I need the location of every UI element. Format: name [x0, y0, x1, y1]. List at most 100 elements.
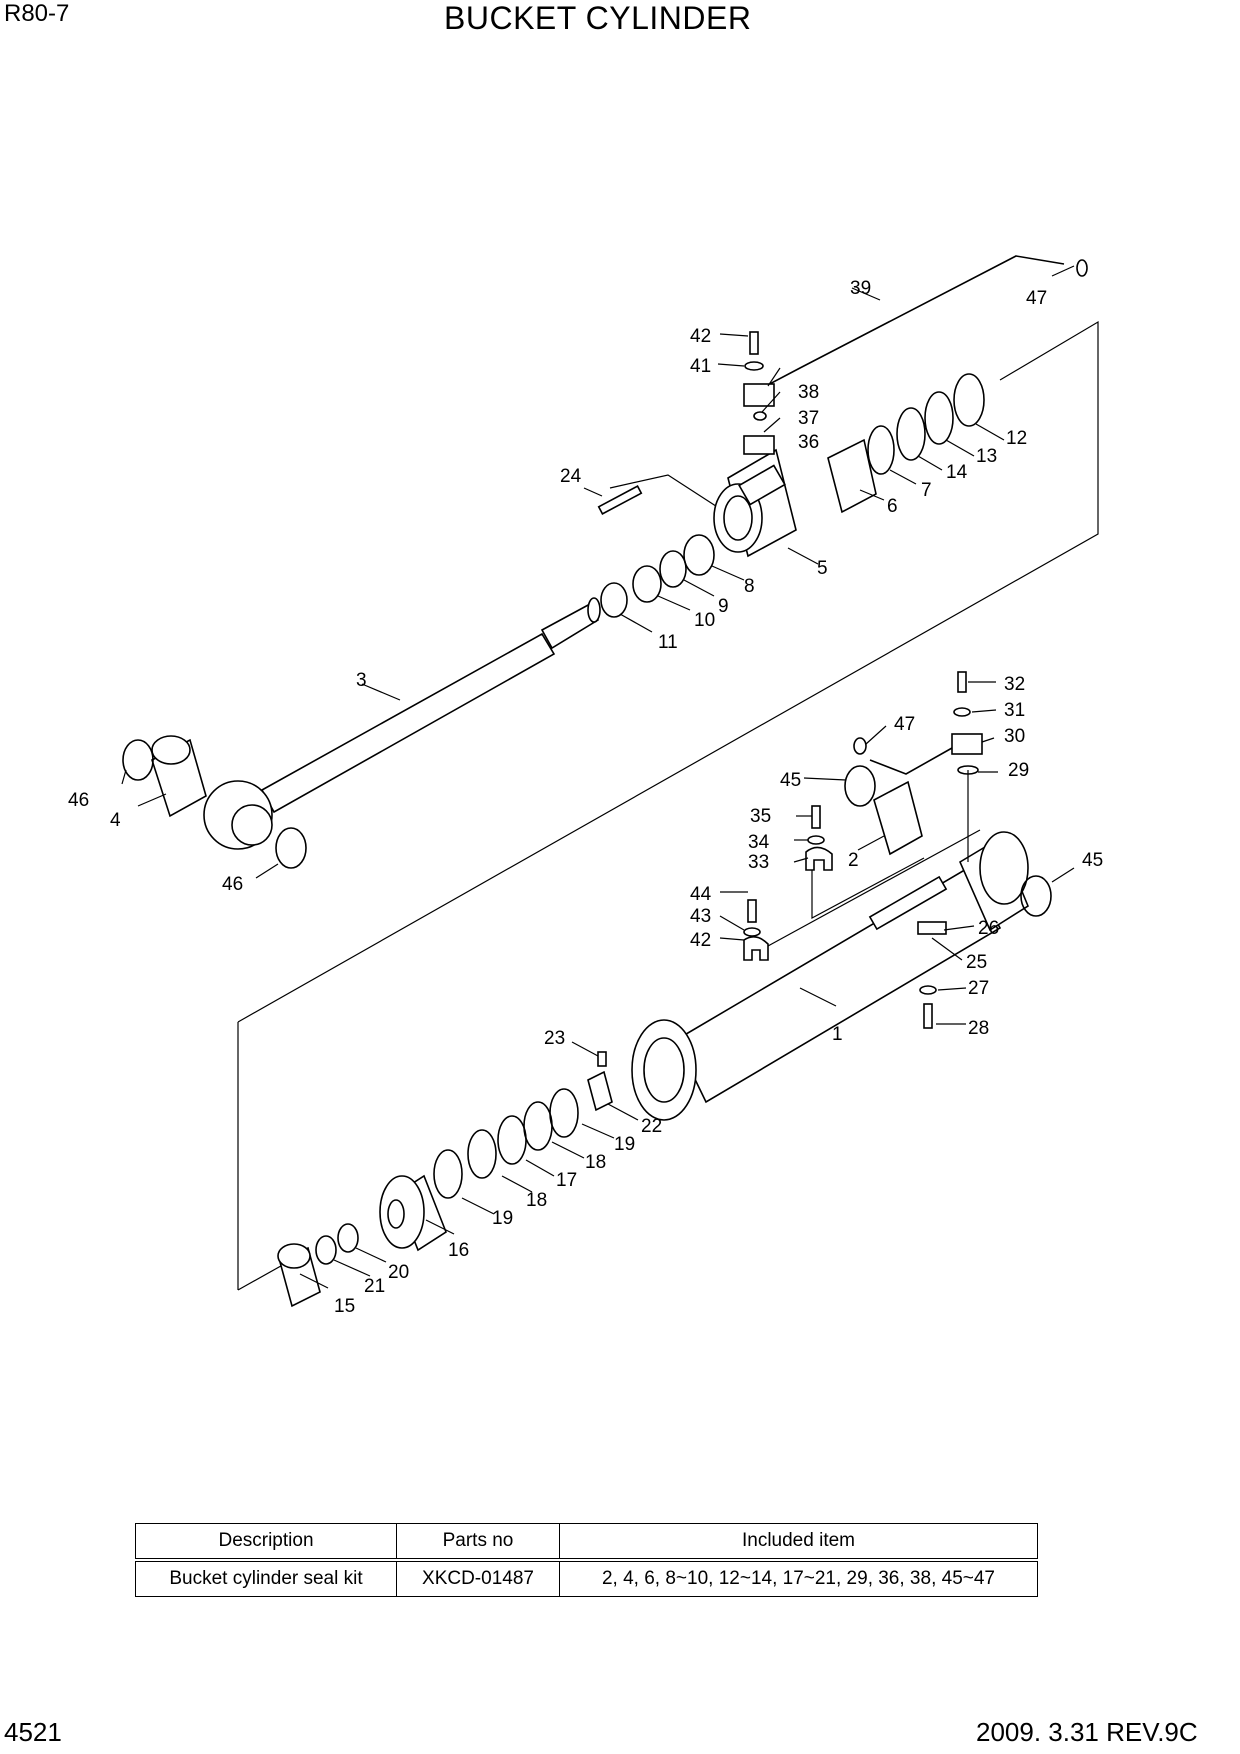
seal-46-right: [275, 827, 307, 869]
set-screw-23: [597, 1051, 607, 1067]
pipe-39: [761, 255, 1065, 389]
seal-45-right: [1020, 875, 1052, 917]
callout-numbers: 1 2 3 4 5 6 7 8 9 10 11 12 13 14 15 16 1…: [68, 278, 1103, 1317]
callout-17: 17: [556, 1170, 577, 1191]
ring-18a: [523, 1101, 553, 1151]
rod-cover: [713, 448, 797, 558]
bushing-4: [151, 735, 207, 818]
callout-25: 25: [966, 952, 987, 973]
o-ring-37: [753, 411, 767, 421]
washer-34: [807, 835, 825, 845]
col-header-description: Description: [135, 1523, 397, 1562]
bushing-15: [277, 1243, 321, 1308]
callout-42a: 42: [690, 326, 711, 347]
cylinder-tube: [631, 831, 1029, 1121]
callout-36: 36: [798, 432, 819, 453]
callout-41: 41: [690, 356, 711, 377]
assembly-lines: [811, 857, 925, 920]
callout-5: 5: [817, 558, 828, 579]
callout-13: 13: [976, 446, 997, 467]
o-ring-47-lower: [853, 737, 867, 755]
callout-47a: 47: [1026, 288, 1047, 309]
callout-30: 30: [1004, 726, 1025, 747]
callout-33: 33: [748, 852, 769, 873]
frame-lines: [237, 320, 1099, 1291]
washer-43: [743, 927, 761, 937]
washer-27: [919, 985, 937, 995]
callout-46b: 46: [222, 874, 243, 895]
callout-19b: 19: [492, 1208, 513, 1229]
ring-20: [337, 1223, 359, 1253]
model-code: R80-7: [4, 0, 70, 27]
callout-14: 14: [946, 462, 968, 483]
callout-44: 44: [690, 884, 712, 905]
callout-27: 27: [968, 978, 989, 999]
lower-pipe: [869, 747, 953, 775]
callout-35: 35: [750, 806, 771, 827]
ring-10: [632, 565, 662, 603]
callout-7: 7: [921, 480, 932, 501]
bolt-28: [923, 1003, 933, 1029]
ring-7: [867, 425, 895, 475]
page-number: 4521: [4, 1717, 62, 1747]
callout-37: 37: [798, 408, 819, 429]
callout-34: 34: [748, 832, 770, 853]
seal-46-left: [122, 739, 154, 781]
bushing-6: [827, 438, 877, 514]
ring-13: [924, 391, 954, 445]
seal-kit-table: Description Parts no Included item Bucke…: [135, 1523, 1038, 1597]
ring-18b: [467, 1129, 497, 1179]
ring-14: [896, 407, 926, 461]
bolt-35: [811, 805, 821, 829]
cell-parts-no: XKCD-01487: [396, 1559, 560, 1597]
callout-38: 38: [798, 382, 819, 403]
callout-23: 23: [544, 1028, 565, 1049]
callout-46a: 46: [68, 790, 89, 811]
ring-12: [953, 373, 985, 427]
callout-3: 3: [356, 670, 367, 691]
ring-17: [497, 1115, 527, 1165]
callout-31: 31: [1004, 700, 1025, 721]
ring-9: [659, 550, 687, 588]
callout-45a: 45: [780, 770, 801, 791]
nut-22: [587, 1070, 613, 1112]
o-ring-47-top: [1076, 259, 1088, 277]
callout-15: 15: [334, 1296, 355, 1317]
ring-21: [315, 1235, 337, 1265]
bushing-2: [873, 780, 923, 856]
ring-11: [600, 582, 628, 618]
bolt-44: [747, 899, 757, 923]
clamp-42: [743, 936, 769, 961]
bolt-32: [957, 671, 967, 693]
callout-12: 12: [1006, 428, 1027, 449]
flange-38: [743, 383, 775, 407]
callout-6: 6: [887, 496, 898, 517]
ring-19a: [549, 1088, 579, 1138]
callout-1: 1: [832, 1024, 843, 1045]
callout-24: 24: [560, 466, 582, 487]
callout-45b: 45: [1082, 850, 1103, 871]
callout-9: 9: [718, 596, 729, 617]
callout-20: 20: [388, 1262, 409, 1283]
callout-19a: 19: [614, 1134, 635, 1155]
piston-16: [379, 1174, 447, 1252]
callout-16: 16: [448, 1240, 469, 1261]
bolt-24: [597, 485, 643, 515]
ring-19b: [433, 1149, 463, 1199]
callout-29: 29: [1008, 760, 1029, 781]
callout-22: 22: [641, 1116, 662, 1137]
callout-8: 8: [744, 576, 755, 597]
col-header-included-item: Included item: [559, 1523, 1038, 1562]
piston-rod: [203, 597, 601, 850]
callout-39: 39: [850, 278, 871, 299]
cell-included-item: 2, 4, 6, 8~10, 12~14, 17~21, 29, 36, 38,…: [559, 1559, 1038, 1597]
col-header-parts-no: Parts no: [396, 1523, 560, 1562]
cell-description: Bucket cylinder seal kit: [135, 1559, 397, 1597]
page-title: BUCKET CYLINDER: [444, 0, 752, 36]
washer-41: [744, 361, 764, 371]
callout-10: 10: [694, 610, 715, 631]
callout-2: 2: [848, 850, 859, 871]
callout-43: 43: [690, 906, 711, 927]
seal-45-left: [844, 765, 876, 807]
